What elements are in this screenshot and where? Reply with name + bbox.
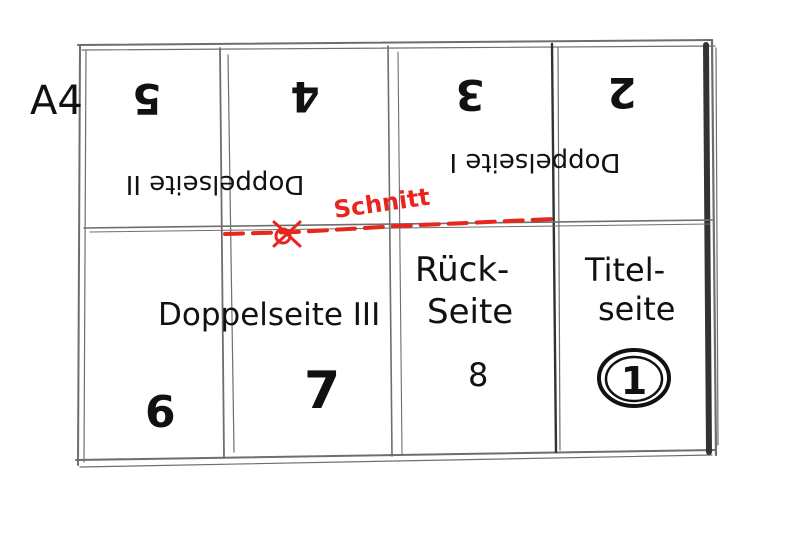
spread-label-ii: Doppelseite II xyxy=(126,169,305,199)
back-page-line2: Seite xyxy=(427,292,513,332)
cut-dashed-line xyxy=(223,217,555,236)
sheet-outline xyxy=(75,38,719,468)
spread-label-i: Doppelseite I xyxy=(449,147,620,177)
scissors-icon xyxy=(272,220,302,248)
page-number-2: 2 xyxy=(607,68,636,117)
cut-label: Schnitt xyxy=(332,183,432,224)
back-page-label: Rück- Seite xyxy=(415,250,513,332)
bottom-page-numbers: 6 7 8 1 xyxy=(145,348,671,438)
column-dividers xyxy=(219,42,561,459)
title-page-label: Titel- seite xyxy=(584,251,675,328)
spread-label-iii: Doppelseite III xyxy=(158,297,380,333)
page-number-1-marker: 1 xyxy=(597,348,671,408)
page-number-4: 4 xyxy=(290,72,319,121)
page-number-8: 8 xyxy=(468,356,488,394)
format-label: A4 xyxy=(30,78,83,124)
page-number-6: 6 xyxy=(145,387,176,438)
title-page-circle xyxy=(597,348,671,408)
top-page-numbers: 5 4 3 2 xyxy=(132,68,636,123)
page-number-7: 7 xyxy=(304,361,340,421)
back-page-line1: Rück- xyxy=(415,250,509,290)
title-page-line2: seite xyxy=(598,290,675,328)
page-number-1: 1 xyxy=(621,359,647,403)
title-page-line1: Titel- xyxy=(584,251,665,289)
title-page-circle-inner xyxy=(604,355,664,403)
page-number-5: 5 xyxy=(132,74,161,123)
page-number-3: 3 xyxy=(455,70,484,119)
